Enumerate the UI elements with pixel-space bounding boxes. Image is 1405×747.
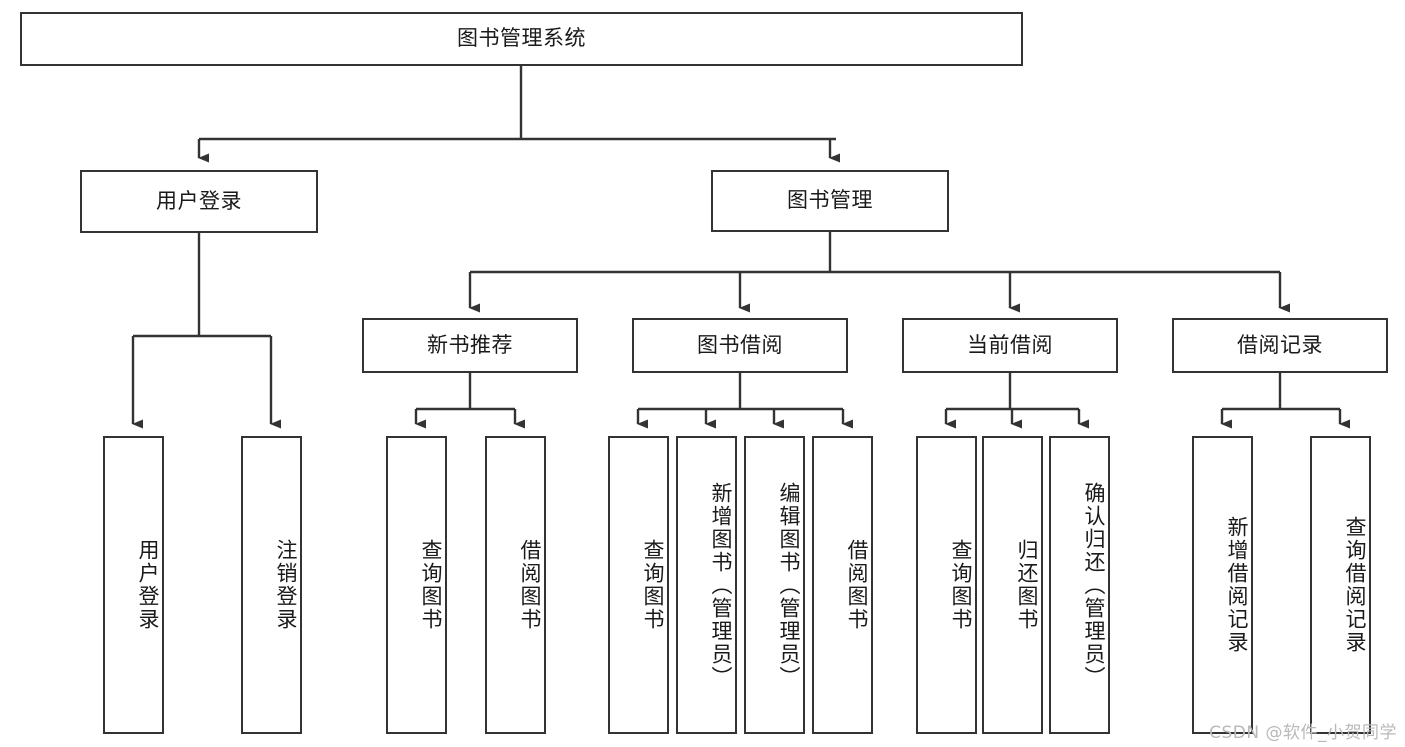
node-leaf-user-login-label: 用户登录 — [136, 539, 160, 631]
node-leaf-borrow-book-2[interactable]: 借阅图书 — [812, 436, 873, 734]
node-leaf-borrow-book-2-label: 借阅图书 — [845, 539, 869, 631]
node-leaf-borrow-book-1[interactable]: 借阅图书 — [485, 436, 546, 734]
node-leaf-query-book-3-label: 查询图书 — [949, 539, 973, 631]
node-book-management[interactable]: 图书管理 — [711, 170, 949, 232]
node-current-borrow-label: 当前借阅 — [967, 332, 1053, 357]
node-root[interactable]: 图书管理系统 — [20, 12, 1023, 66]
node-leaf-query-book-1[interactable]: 查询图书 — [386, 436, 447, 734]
node-leaf-add-record-label: 新增借阅记录 — [1225, 516, 1249, 654]
node-leaf-query-book-2[interactable]: 查询图书 — [608, 436, 669, 734]
node-book-management-label: 图书管理 — [787, 188, 873, 213]
node-borrow-record[interactable]: 借阅记录 — [1172, 318, 1388, 373]
node-leaf-user-logout[interactable]: 注销登录 — [241, 436, 302, 734]
node-leaf-add-book-label: 新增图书（管理员） — [709, 481, 733, 689]
node-new-book-recommend-label: 新书推荐 — [427, 332, 513, 357]
node-current-borrow[interactable]: 当前借阅 — [902, 318, 1118, 373]
node-leaf-confirm-return[interactable]: 确认归还（管理员） — [1049, 436, 1110, 734]
node-leaf-confirm-return-label: 确认归还（管理员） — [1082, 481, 1106, 689]
node-new-book-recommend[interactable]: 新书推荐 — [362, 318, 578, 373]
node-leaf-query-book-1-label: 查询图书 — [419, 539, 443, 631]
node-book-borrow-label: 图书借阅 — [697, 332, 783, 357]
node-leaf-query-book-3[interactable]: 查询图书 — [916, 436, 977, 734]
node-leaf-return-book[interactable]: 归还图书 — [982, 436, 1043, 734]
node-leaf-query-record[interactable]: 查询借阅记录 — [1310, 436, 1371, 734]
node-borrow-record-label: 借阅记录 — [1237, 332, 1323, 357]
node-root-label: 图书管理系统 — [457, 26, 586, 51]
node-book-borrow[interactable]: 图书借阅 — [632, 318, 848, 373]
node-leaf-query-book-2-label: 查询图书 — [641, 539, 665, 631]
node-leaf-query-record-label: 查询借阅记录 — [1343, 516, 1367, 654]
node-leaf-edit-book[interactable]: 编辑图书（管理员） — [744, 436, 805, 734]
node-leaf-add-book[interactable]: 新增图书（管理员） — [676, 436, 737, 734]
node-leaf-add-record[interactable]: 新增借阅记录 — [1192, 436, 1253, 734]
node-leaf-user-logout-label: 注销登录 — [274, 539, 298, 631]
node-user-login-label: 用户登录 — [156, 188, 242, 213]
node-leaf-edit-book-label: 编辑图书（管理员） — [777, 481, 801, 689]
node-leaf-return-book-label: 归还图书 — [1015, 539, 1039, 631]
node-leaf-user-login[interactable]: 用户登录 — [103, 436, 164, 734]
node-leaf-borrow-book-1-label: 借阅图书 — [518, 539, 542, 631]
node-user-login[interactable]: 用户登录 — [80, 170, 318, 233]
